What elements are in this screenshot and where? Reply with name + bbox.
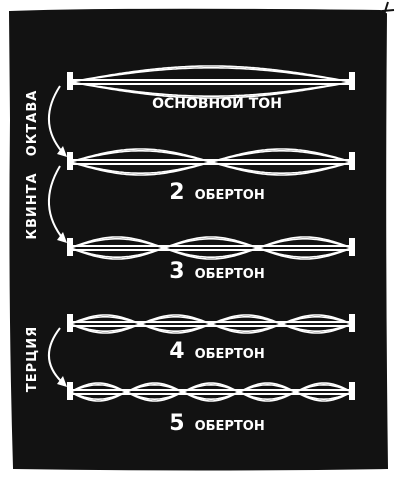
interval-label-octave: ОКТАВА — [25, 90, 40, 157]
bridge-post — [349, 238, 355, 256]
string-overtone-3: 3 ОБЕРТОН — [67, 236, 355, 284]
overtone-word: ОБЕРТОН — [195, 267, 265, 282]
overtone-number: 3 — [169, 259, 184, 284]
vibration-curve — [69, 238, 353, 258]
vibration-curve — [69, 238, 353, 258]
overtone-word: ОБЕРТОН — [195, 347, 265, 362]
interval-label-fifth: КВИНТА — [25, 172, 40, 239]
arrowhead — [57, 146, 67, 157]
vibration-curve — [69, 65, 353, 83]
corner-stroke — [371, 1, 395, 19]
bridge-post — [67, 72, 73, 90]
string-fundamental: ОСНОВНОЙ ТОН — [67, 65, 355, 112]
vibration-curve — [69, 81, 353, 99]
string-overtone-5: 5 ОБЕРТОН — [67, 382, 355, 436]
mode-label-overtone-5: 5 ОБЕРТОН — [169, 411, 264, 436]
interval-octave: ОКТАВА — [25, 85, 67, 157]
bridge-post — [349, 314, 355, 332]
interval-arrow — [47, 327, 65, 385]
interval-arrow — [47, 85, 65, 155]
interval-arrow — [48, 165, 65, 241]
bridge-post — [67, 238, 73, 256]
bridge-post — [67, 314, 73, 332]
vibration-curve — [69, 383, 353, 401]
bridge-post — [67, 382, 73, 400]
vibration-curve — [69, 150, 353, 174]
string-overtone-2: 2 ОБЕРТОН — [67, 148, 355, 205]
vibration-curve — [69, 236, 353, 260]
vibration-curve — [69, 67, 353, 83]
bridge-post — [67, 152, 73, 170]
mode-label-overtone-2: 2 ОБЕРТОН — [169, 180, 264, 205]
vibration-curve — [69, 383, 353, 401]
vibration-curve — [69, 382, 353, 402]
interval-label-third: ТЕРЦИЯ — [25, 326, 40, 392]
overtone-number: 4 — [169, 339, 184, 364]
interval-fifth: КВИНТА — [25, 165, 67, 243]
mode-label-overtone-4: 4 ОБЕРТОН — [169, 339, 264, 364]
interval-arrows-layer: ОКТАВА КВИНТА ТЕРЦИЯ — [25, 85, 67, 392]
mode-label-overtone-3: 3 ОБЕРТОН — [169, 259, 264, 284]
overtone-word: ОБЕРТОН — [195, 419, 265, 434]
mode-label-fundamental: ОСНОВНОЙ ТОН — [152, 95, 282, 112]
vibration-curve — [69, 81, 353, 97]
vibration-curve — [69, 382, 353, 402]
arrowhead — [57, 376, 67, 387]
bridge-post — [349, 382, 355, 400]
overtone-number: 5 — [169, 411, 184, 436]
interval-third: ТЕРЦИЯ — [25, 326, 67, 392]
overtone-number: 2 — [169, 180, 184, 205]
arrowhead — [57, 232, 67, 243]
vibration-curve — [69, 316, 353, 332]
bridge-post — [349, 152, 355, 170]
bridge-post — [349, 72, 355, 90]
vibration-curve — [69, 236, 353, 260]
overtone-word: ОБЕРТОН — [195, 188, 265, 203]
string-overtone-4: 4 ОБЕРТОН — [67, 314, 355, 364]
